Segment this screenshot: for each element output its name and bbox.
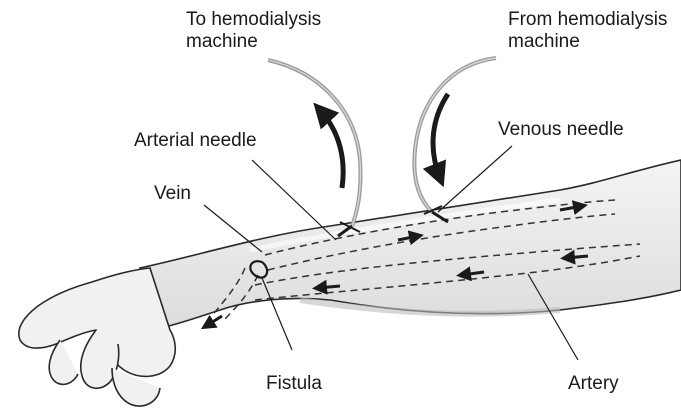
label-artery: Artery bbox=[568, 373, 619, 395]
label-arterial-needle: Arterial needle bbox=[134, 130, 257, 152]
hand-outline bbox=[19, 268, 175, 406]
flow-arrow-up-icon bbox=[320, 110, 343, 188]
venous-tube-highlight bbox=[414, 58, 496, 212]
label-to-machine: To hemodialysis machine bbox=[186, 9, 321, 53]
label-from-machine-line-2: machine bbox=[508, 31, 667, 53]
arterial-tube bbox=[268, 60, 361, 226]
arterial-tube-highlight bbox=[268, 60, 361, 226]
venous-tube bbox=[414, 58, 496, 212]
label-from-machine: From hemodialysis machine bbox=[508, 9, 667, 53]
blood-flow-arrow-icon bbox=[318, 286, 340, 288]
label-venous-needle: Venous needle bbox=[498, 119, 624, 141]
label-from-machine-line-1: From hemodialysis bbox=[508, 9, 667, 31]
label-to-machine-line-1: To hemodialysis bbox=[186, 9, 321, 31]
leader-arterial-needle bbox=[252, 160, 336, 240]
blood-flow-arrow-icon bbox=[566, 256, 588, 258]
blood-flow-arrow-icon bbox=[206, 316, 222, 326]
label-vein: Vein bbox=[154, 183, 191, 205]
flow-arrow-down-icon bbox=[433, 94, 448, 178]
arm-outline bbox=[140, 160, 681, 330]
label-to-machine-line-2: machine bbox=[186, 31, 321, 53]
label-fistula: Fistula bbox=[266, 373, 322, 395]
